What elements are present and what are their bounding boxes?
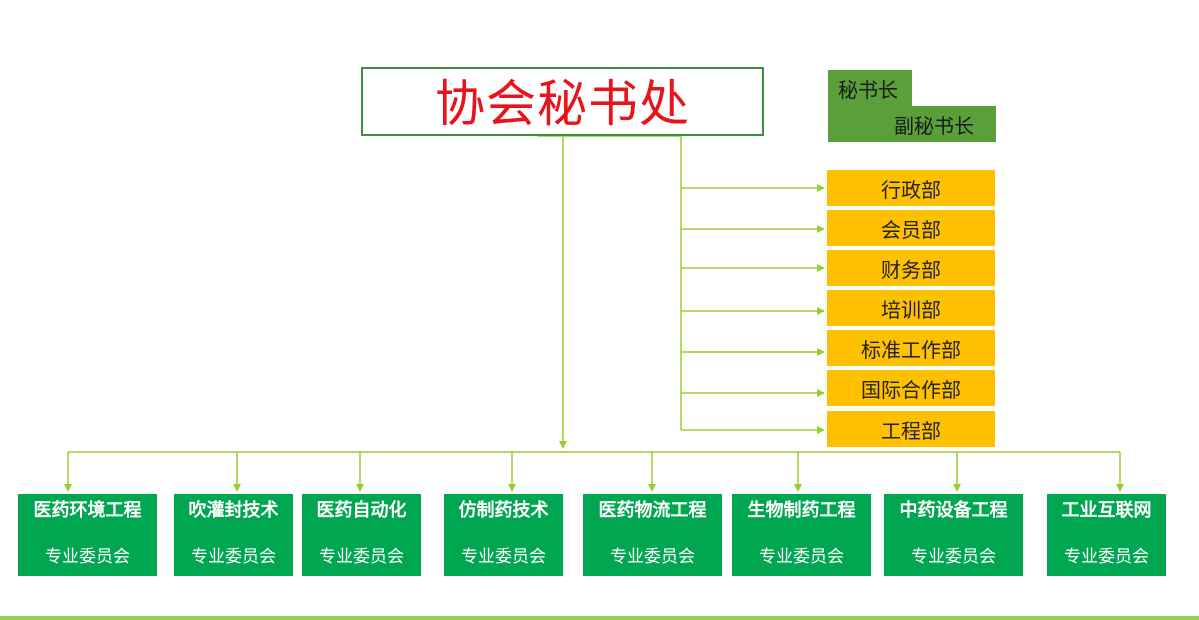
committee-name: 医药环境工程 (33, 500, 142, 521)
deputy-secretary-general-box: 副秘书长 (828, 106, 996, 142)
committee-name: 生物制药工程 (747, 500, 856, 521)
committee-name: 吹灌封技术 (188, 500, 279, 521)
department-box-engineering: 工程部 (827, 411, 995, 447)
department-label: 标准工作部 (861, 337, 961, 362)
department-label: 国际合作部 (861, 377, 961, 402)
committee-box-environment: 医药环境工程 专业委员会 (18, 494, 157, 576)
secretariat-title: 协会秘书处 (435, 74, 690, 133)
secretary-general-box: 秘书长 (828, 70, 912, 106)
committee-type: 专业委员会 (911, 547, 996, 567)
committee-box-logistics: 医药物流工程 专业委员会 (583, 494, 722, 576)
committee-type: 专业委员会 (1064, 547, 1149, 567)
committee-type: 专业委员会 (319, 547, 404, 567)
department-label: 工程部 (881, 418, 941, 443)
committee-box-tcm-equipment: 中药设备工程 专业委员会 (884, 494, 1023, 576)
committee-name: 工业互联网 (1061, 500, 1152, 521)
committee-box-bfs: 吹灌封技术 专业委员会 (174, 494, 293, 576)
secretariat-box: 协会秘书处 (361, 67, 764, 136)
committee-box-generics: 仿制药技术 专业委员会 (444, 494, 563, 576)
department-box-training: 培训部 (827, 290, 995, 326)
committee-type: 专业委员会 (461, 547, 546, 567)
connector-lines (64, 135, 1124, 492)
department-label: 行政部 (881, 177, 941, 202)
bottom-divider-bar (0, 616, 1199, 620)
committee-type: 专业委员会 (610, 547, 695, 567)
committee-name: 仿制药技术 (458, 500, 549, 521)
committee-type: 专业委员会 (759, 547, 844, 567)
department-box-admin: 行政部 (827, 170, 995, 206)
committee-name: 医药自动化 (316, 500, 407, 521)
secretary-general-label: 秘书长 (838, 77, 898, 102)
department-label: 培训部 (881, 297, 941, 322)
committee-type: 专业委员会 (45, 547, 130, 567)
department-box-standards: 标准工作部 (827, 330, 995, 366)
committee-box-industrial-internet: 工业互联网 专业委员会 (1047, 494, 1166, 576)
committee-name: 医药物流工程 (598, 500, 707, 521)
department-box-membership: 会员部 (827, 210, 995, 246)
department-box-finance: 财务部 (827, 250, 995, 286)
department-label: 会员部 (881, 217, 941, 242)
deputy-secretary-general-label: 副秘书长 (894, 113, 974, 138)
department-box-international: 国际合作部 (827, 370, 995, 406)
committee-box-biopharma: 生物制药工程 专业委员会 (732, 494, 871, 576)
committee-box-automation: 医药自动化 专业委员会 (302, 494, 421, 576)
committee-name: 中药设备工程 (899, 500, 1008, 521)
committee-type: 专业委员会 (191, 547, 276, 567)
department-label: 财务部 (881, 257, 941, 282)
